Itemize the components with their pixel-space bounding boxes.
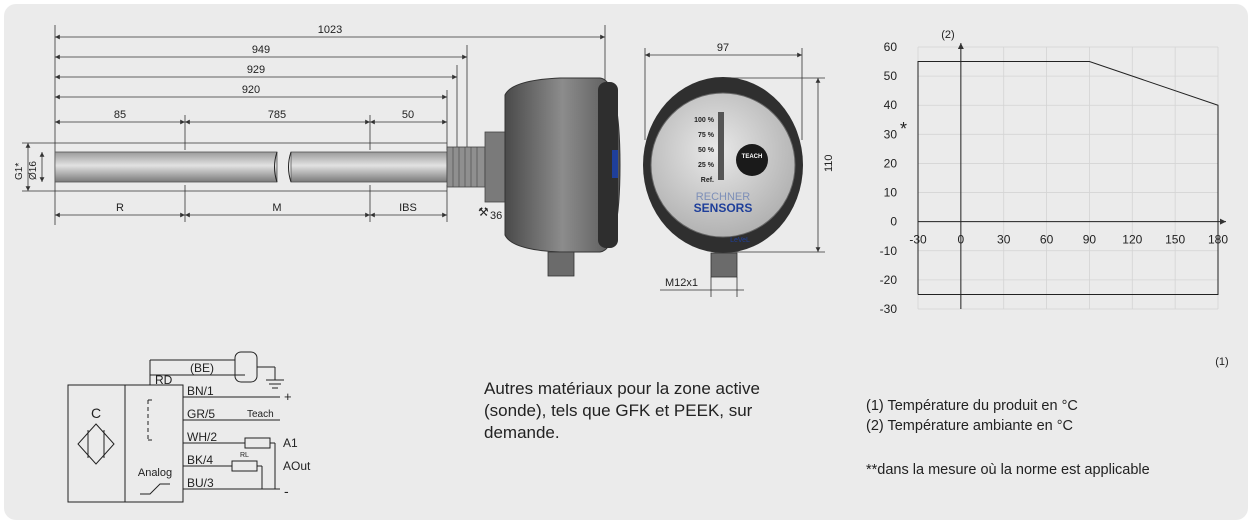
chart-grid xyxy=(918,46,1218,310)
housing-side xyxy=(504,77,621,253)
drawing-panel xyxy=(4,4,1248,520)
dim-50: 50 xyxy=(402,109,414,121)
x-tick-label: 120 xyxy=(1122,233,1142,247)
x-tick-label: 90 xyxy=(1083,233,1097,247)
level-50: 50 % xyxy=(698,147,715,154)
y-tick-label: -20 xyxy=(880,273,898,287)
x-tick-label: 30 xyxy=(997,233,1011,247)
wire-bk: BK/4 xyxy=(187,453,213,467)
series-line xyxy=(917,61,1219,295)
level-ref: Ref. xyxy=(701,177,714,184)
teach-label: TEACH xyxy=(742,154,763,160)
brand-bottom: SENSORS xyxy=(694,201,753,215)
teach-wire-label: Teach xyxy=(247,409,274,420)
dim-m12: M12x1 xyxy=(665,277,698,289)
front-view: 97 110 100 % 75 % 50 % 25 % Ref. TEACH R… xyxy=(643,42,835,297)
chart-grid xyxy=(917,47,1219,309)
y-tick-label: -10 xyxy=(880,244,898,258)
level-100: 100 % xyxy=(694,117,715,124)
footnote: **dans la mesure où la norme est applica… xyxy=(866,462,1150,478)
materials-note: Autres matériaux pour la zone active (so… xyxy=(484,379,760,442)
minus-label: - xyxy=(284,483,289,499)
housing-label xyxy=(612,150,618,178)
y-tick-label: 0 xyxy=(890,215,897,229)
temperature-chart: 60 50 40 30 20 10 0 -10 -20 -30 -30 0 30 60 90 120 150 1… xyxy=(880,29,1229,368)
dim-949: 949 xyxy=(252,44,270,56)
zone-r: R xyxy=(116,202,124,214)
y-tick-label: 20 xyxy=(884,156,898,170)
probe-rod xyxy=(54,151,278,183)
x-tick-label: 60 xyxy=(1040,233,1054,247)
housing-front-edge xyxy=(598,82,618,248)
analog-label: Analog xyxy=(138,467,172,479)
brand-top: RECHNER xyxy=(696,191,750,203)
be-device xyxy=(234,351,258,383)
dim-1023: 1023 xyxy=(318,24,342,36)
dim-920: 920 xyxy=(242,84,260,96)
level-mark: LeVeL xyxy=(730,237,750,244)
wire-bu: BU/3 xyxy=(187,476,214,490)
y-tick-label: 60 xyxy=(884,40,898,54)
dim-785: 785 xyxy=(268,109,286,121)
load-resistor xyxy=(244,437,271,449)
wire-wh: WH/2 xyxy=(187,430,217,444)
teach-button xyxy=(736,144,768,176)
connector-front xyxy=(710,252,738,278)
y-tick-label: 50 xyxy=(884,69,898,83)
zone-m: M xyxy=(272,202,281,214)
level-scale: 100 % 75 % 50 % 25 % Ref. xyxy=(694,117,715,184)
wrench-icon: ⚒ xyxy=(478,205,489,219)
rl-resistor xyxy=(231,460,258,472)
hex-nut xyxy=(484,131,506,203)
rl-label: RL xyxy=(240,452,249,459)
wire-gr: GR/5 xyxy=(187,407,215,421)
zone-ibs: IBS xyxy=(399,202,417,214)
plus-label: + xyxy=(284,389,292,404)
connector xyxy=(547,251,575,277)
y-tick-label: 40 xyxy=(884,98,898,112)
legend-ambient-temp: (2) Température ambiante en °C xyxy=(866,418,1074,434)
be-label: (BE) xyxy=(190,361,214,375)
y-tick-label: 10 xyxy=(884,186,898,200)
level-75: 75 % xyxy=(698,132,715,139)
aout-label: AOut xyxy=(283,459,311,473)
wire-bn: BN/1 xyxy=(187,384,214,398)
dim-110: 110 xyxy=(823,154,835,172)
legend-product-temp: (1) Température du produit en °C xyxy=(866,398,1078,414)
dim-97: 97 xyxy=(717,42,729,54)
capacitive-symbol-icon xyxy=(77,423,115,465)
dim-85: 85 xyxy=(114,109,126,121)
x-ticks: -300306090120150180 xyxy=(909,233,1228,247)
y-axis-star: * xyxy=(900,119,907,139)
y-axis-marker: (2) xyxy=(941,29,954,41)
wiring-diagram: C Analog (BE) RD BN/1 GR/5 WH/2 BK/4 xyxy=(67,351,311,503)
y-ticks: 60 50 40 30 20 10 0 -10 -20 -30 xyxy=(880,40,898,316)
y-tick-label: 30 xyxy=(884,127,898,141)
level-bar xyxy=(718,112,724,180)
side-view: 1023 949 929 920 85 785 50 R M IBS G1* xyxy=(14,24,621,277)
level-25: 25 % xyxy=(698,162,715,169)
dim-929: 929 xyxy=(247,64,265,76)
x-axis-marker: (1) xyxy=(1215,356,1228,368)
y-tick-label: -30 xyxy=(880,302,898,316)
dim-dia16: Ø16 xyxy=(28,161,39,180)
probe-rod xyxy=(290,151,448,183)
dim-wrench: 36 xyxy=(490,210,502,222)
c-label: C xyxy=(91,405,101,421)
thread xyxy=(446,146,486,188)
a1-label: A1 xyxy=(283,436,298,450)
dim-g1: G1* xyxy=(14,163,25,180)
x-tick-label: 150 xyxy=(1165,233,1185,247)
rd-label: RD xyxy=(155,373,173,387)
